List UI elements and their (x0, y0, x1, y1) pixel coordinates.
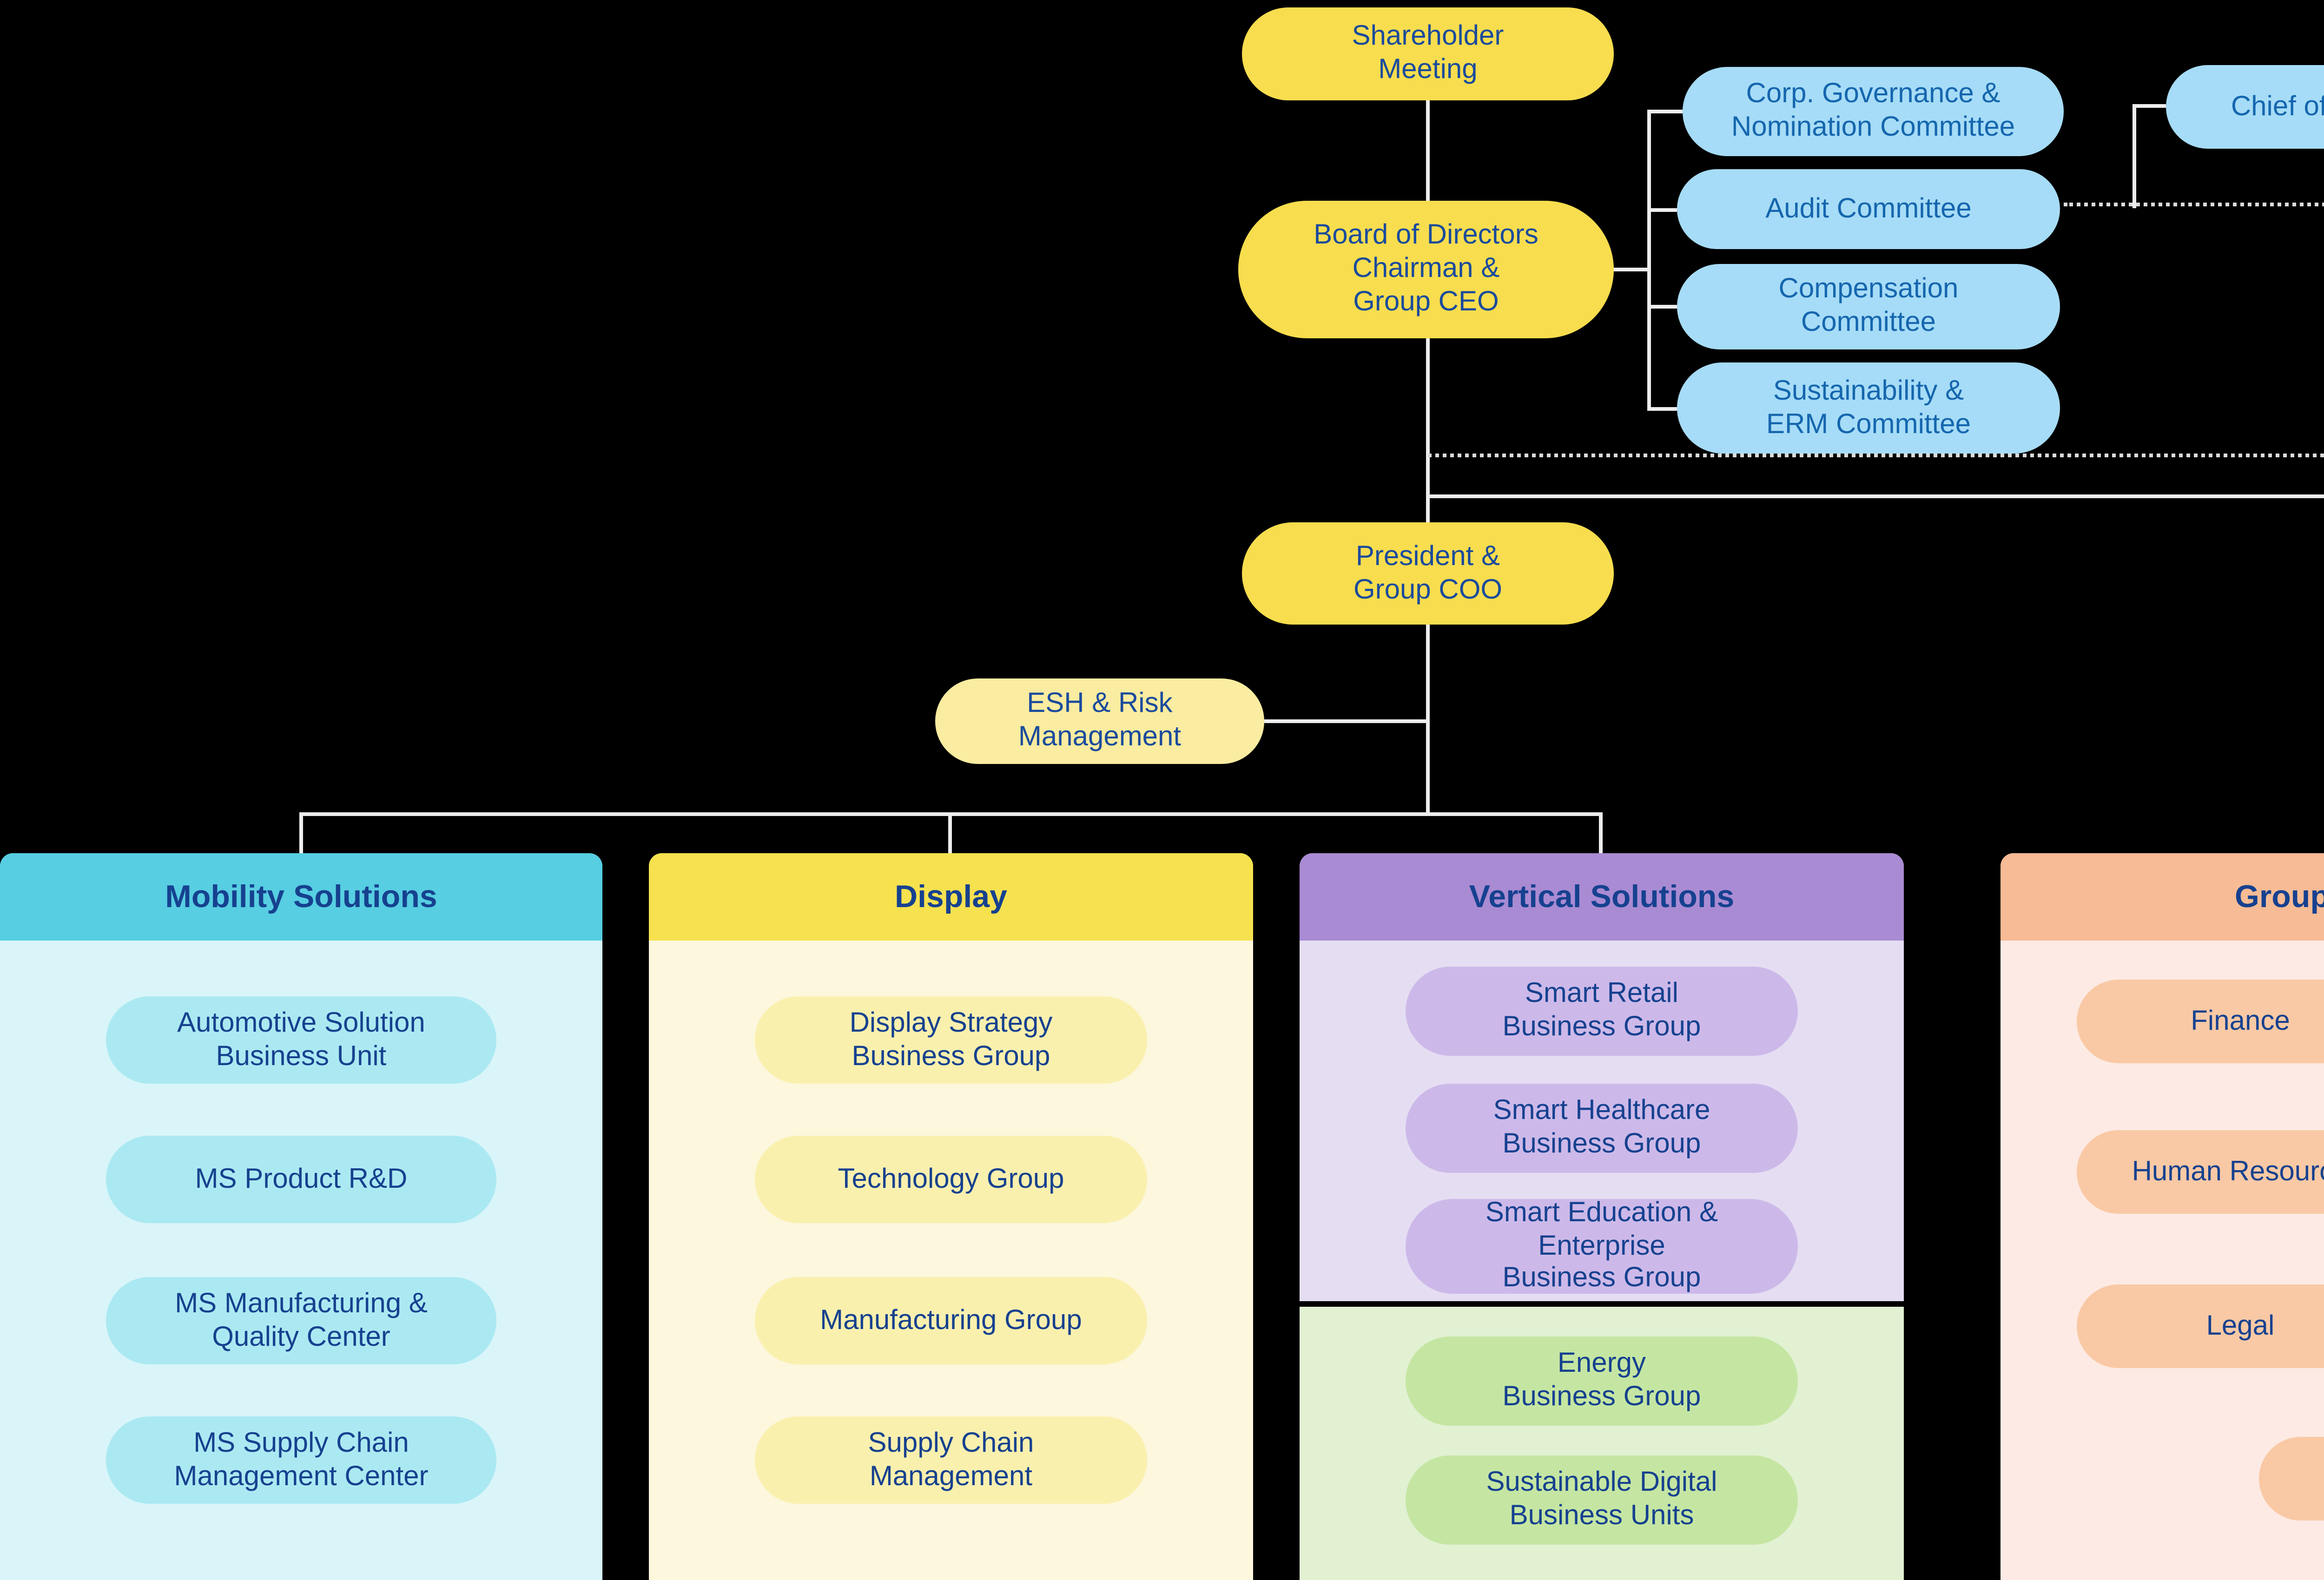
node-legal: Legal (2077, 1284, 2324, 1368)
group-infrastructure-unit-header: Group Infrastructure Unit (2000, 853, 2324, 941)
panel-energy-sustainable: Energy Business Group Sustainable Digita… (1300, 1307, 1904, 1580)
node-technology-group: Technology Group (755, 1136, 1147, 1223)
panel-vertical-solutions: Vertical Solutions Smart Retail Business… (1300, 853, 1904, 1301)
mobility-solutions-header: Mobility Solutions (0, 853, 602, 941)
node-ms-manufacturing-quality-center: MS Manufacturing & Quality Center (106, 1277, 496, 1364)
connector-stub-sustainability (1647, 407, 1677, 411)
node-ms-supply-chain-management-center: MS Supply Chain Management Center (106, 1416, 496, 1504)
node-smart-retail-business-group: Smart Retail Business Group (1406, 967, 1798, 1056)
connector-chief-stub (2133, 104, 2166, 108)
node-auditing: Auditing (2259, 1437, 2324, 1521)
node-automotive-solution-business-unit: Automotive Solution Business Unit (106, 996, 496, 1084)
connector-board-bracket (1614, 268, 1647, 271)
node-supply-chain-management: Supply Chain Management (755, 1416, 1147, 1504)
panel-display: Display Display Strategy Business Group … (649, 853, 1253, 1580)
connector-stub-corp-governance (1647, 110, 1683, 113)
connector-esh (1264, 719, 1428, 723)
node-chief-of-compliance: Chief of Compliance (2166, 65, 2324, 149)
connector-branch-giu-horizontal (1426, 494, 2324, 498)
vertical-solutions-header: Vertical Solutions (1300, 853, 1904, 941)
node-corp-governance-committee: Corp. Governance & Nomination Committee (1683, 67, 2064, 156)
node-sustainable-digital-business-units: Sustainable Digital Business Units (1406, 1455, 1798, 1545)
node-sustainability-erm-committee: Sustainability & ERM Committee (1677, 362, 2060, 454)
node-human-resource: Human Resource (2077, 1130, 2324, 1214)
connector-president-down (1426, 625, 1430, 812)
node-esh-risk-management: ESH & Risk Management (935, 678, 1264, 764)
connector-drop-mobility (299, 812, 303, 853)
node-smart-healthcare-business-group: Smart Healthcare Business Group (1406, 1084, 1798, 1173)
panel-group-infrastructure-unit: Group Infrastructure Unit Finance Digita… (2000, 853, 2324, 1580)
node-manufacturing-group: Manufacturing Group (755, 1277, 1147, 1364)
node-board-of-directors: Board of Directors Chairman & Group CEO (1238, 201, 1614, 338)
panel-mobility-solutions: Mobility Solutions Automotive Solution B… (0, 853, 602, 1580)
connector-shareholder-board (1426, 100, 1430, 201)
node-finance: Finance (2077, 980, 2324, 1063)
connector-drop-vertical-solutions (1599, 812, 1603, 853)
node-audit-committee: Audit Committee (1677, 169, 2060, 249)
connector-stub-compensation (1647, 305, 1677, 309)
node-ms-product-rd: MS Product R&D (106, 1136, 496, 1223)
display-header: Display (649, 853, 1253, 941)
node-compensation-committee: Compensation Committee (1677, 264, 2060, 349)
connector-stub-audit (1647, 208, 1677, 212)
connector-board-president (1426, 338, 1430, 522)
connector-chief-vertical (2133, 106, 2136, 208)
dotted-connector-compliance-return (1428, 454, 2324, 457)
node-smart-education-enterprise-business-group: Smart Education & Enterprise Business Gr… (1406, 1197, 1798, 1294)
node-shareholder-meeting: Shareholder Meeting (1242, 7, 1614, 100)
node-energy-business-group: Energy Business Group (1406, 1336, 1798, 1426)
connector-committee-bracket (1647, 110, 1651, 411)
connector-drop-display (948, 812, 952, 853)
node-display-strategy-business-group: Display Strategy Business Group (755, 996, 1147, 1084)
node-president-group-coo: President & Group COO (1242, 522, 1614, 625)
dotted-connector-audit-right (2064, 203, 2324, 206)
